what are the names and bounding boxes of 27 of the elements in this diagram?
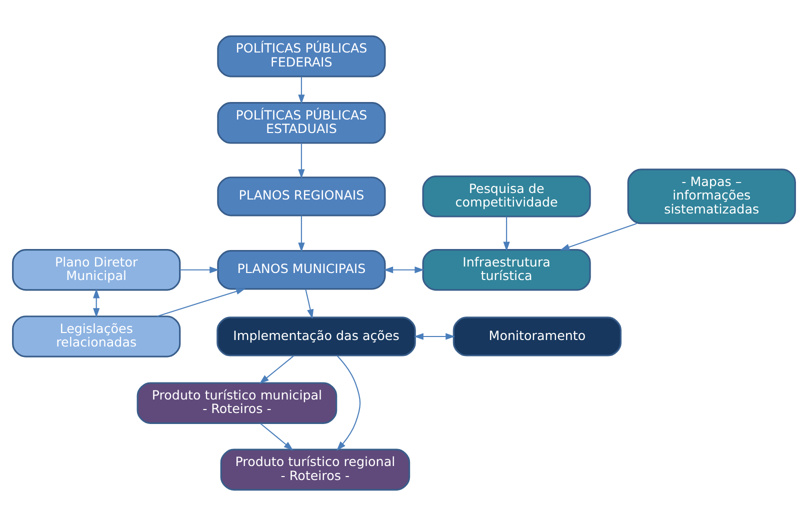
node-box: PLANOS REGIONAIS [217, 176, 386, 216]
arrow [298, 215, 305, 252]
arrow [384, 266, 424, 274]
arrow [93, 288, 100, 318]
node-box: Infraestrutura turística [422, 249, 591, 291]
node-box: Produto turístico regional - Roteiros - [220, 448, 410, 491]
arrow [305, 289, 314, 319]
node-box: - Mapas – informações sistematizadas [627, 168, 796, 224]
node-box: POLÍTICAS PÚBLICAS ESTADUAIS [217, 102, 386, 144]
node-box: Implementação das ações [216, 316, 416, 356]
node-box: PLANOS MUNICIPAIS [217, 250, 386, 290]
node-box: Pesquisa de competitividade [422, 176, 591, 218]
arrow [503, 216, 510, 252]
arrow [180, 266, 220, 274]
node-box: Plano Diretor Municipal [12, 249, 181, 291]
node-box: Produto turístico municipal - Roteiros - [136, 382, 338, 424]
arrow [414, 333, 456, 340]
arrow [260, 423, 294, 451]
node-box: POLÍTICAS PÚBLICAS FEDERAIS [217, 35, 386, 78]
arrow [336, 355, 361, 451]
arrow [560, 222, 638, 250]
arrow [259, 355, 294, 384]
node-box: Legislações relacionadas [12, 316, 181, 358]
arrow [298, 143, 305, 179]
node-box: Monitoramento [452, 316, 622, 356]
arrow [156, 288, 246, 317]
arrow [298, 76, 305, 104]
